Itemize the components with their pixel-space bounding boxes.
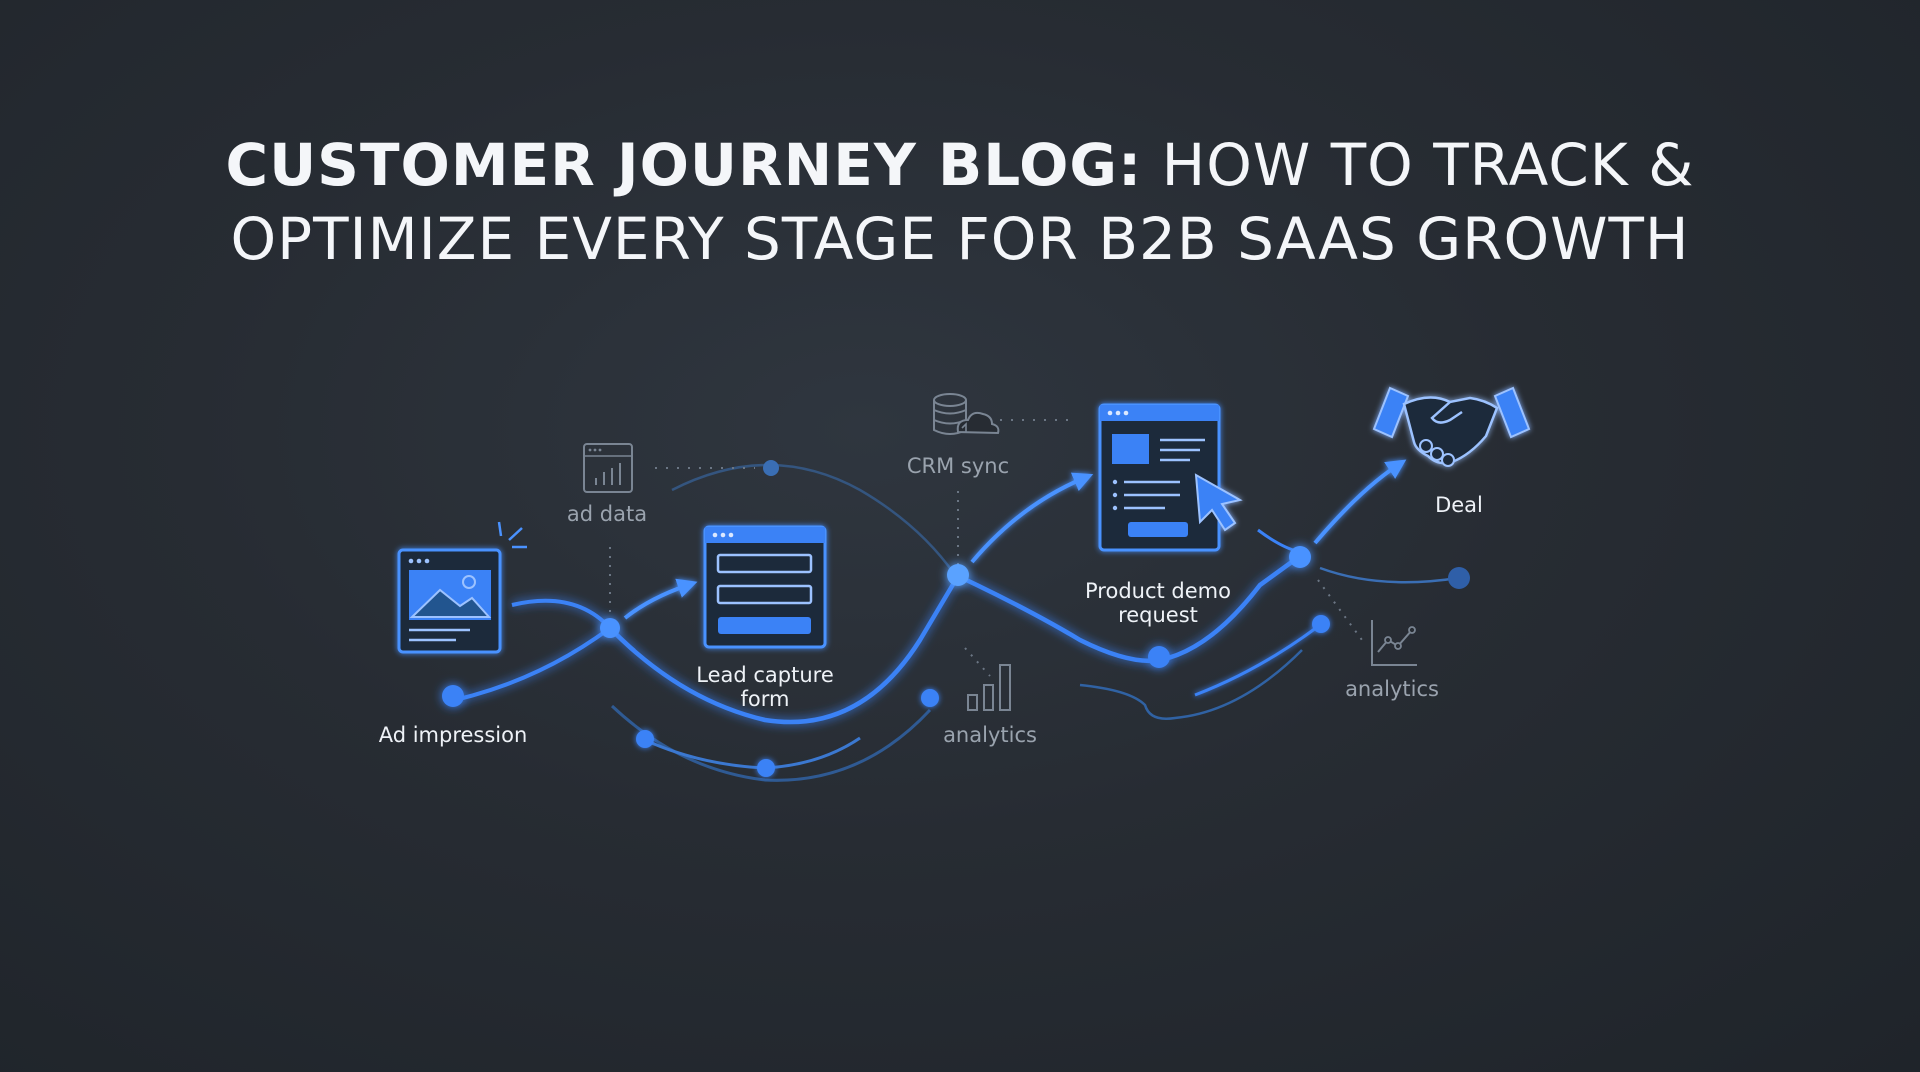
journey-arrow-lead	[623, 578, 698, 620]
node-crm-sync	[947, 564, 969, 586]
background-arc-bottom-inner	[644, 736, 861, 770]
journey-path-start	[454, 626, 612, 702]
line-chart-icon	[1371, 620, 1417, 666]
bar-chart-window-icon	[583, 443, 633, 493]
deal-tail-path	[1319, 566, 1459, 584]
label-deal: Deal	[1435, 493, 1483, 517]
label-lead-capture-1: Lead capture	[696, 663, 834, 687]
image-window-icon	[397, 548, 502, 654]
label-ad-data: ad data	[567, 502, 647, 526]
page-title: CUSTOMER JOURNEY BLOG: HOW TO TRACK & OP…	[0, 128, 1920, 276]
connector-analytics-mid	[964, 647, 991, 677]
journey-arrow-deal	[1313, 459, 1407, 545]
label-product-demo-1: Product demo	[1085, 579, 1231, 603]
page-cursor-icon	[1098, 403, 1243, 552]
background-arc-bottom	[610, 704, 932, 782]
node-product-demo	[1148, 646, 1170, 668]
form-window-icon	[703, 525, 827, 649]
label-crm-sync: CRM sync	[907, 454, 1009, 478]
node-ad-data	[600, 618, 620, 638]
node-ad-impression	[442, 685, 464, 707]
journey-arrow-demo	[970, 472, 1094, 564]
node-ad-data-top	[763, 460, 779, 476]
node-analytics-mid	[921, 689, 939, 707]
label-ad-impression: Ad impression	[379, 723, 528, 747]
title-line-1: CUSTOMER JOURNEY BLOG: HOW TO TRACK &	[225, 131, 1695, 199]
title-line-2: OPTIMIZE EVERY STAGE FOR B2B SAAS GROWTH	[230, 205, 1690, 273]
database-cloud-icon	[933, 393, 1000, 435]
node-deal-tail	[1448, 567, 1470, 589]
journey-path-ad-link	[511, 598, 612, 630]
label-analytics-mid: analytics	[943, 723, 1037, 747]
label-product-demo-2: request	[1118, 603, 1198, 627]
node-analytics-right	[1312, 615, 1330, 633]
bar-chart-icon	[967, 664, 1011, 711]
node-bottom-center	[757, 759, 775, 777]
node-bottom-left	[636, 730, 654, 748]
connector-analytics-right	[1317, 579, 1363, 641]
journey-path-main	[608, 554, 1302, 725]
handshake-icon	[1372, 386, 1531, 467]
background-arc-right-low	[1079, 649, 1303, 720]
label-analytics-right: analytics	[1345, 677, 1439, 701]
spark-icon	[497, 521, 527, 549]
background-arc-top	[671, 463, 957, 576]
node-deal-link	[1289, 546, 1311, 568]
label-lead-capture-2: form	[741, 687, 790, 711]
background-arc-right-mid	[1194, 623, 1321, 697]
